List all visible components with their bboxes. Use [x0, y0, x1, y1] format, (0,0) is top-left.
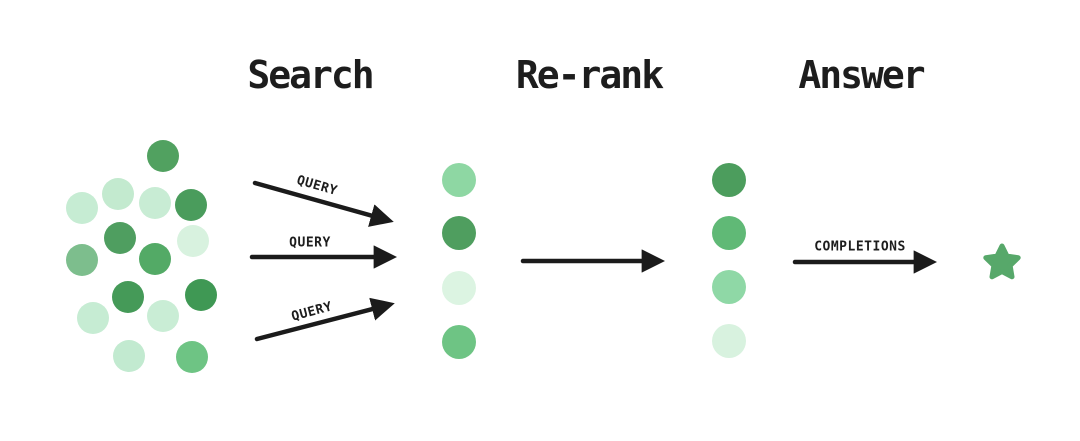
- stage-title-rerank: Re-rank: [515, 53, 664, 97]
- stage-title-answer: Answer: [798, 53, 925, 97]
- stage-title-search: Search: [247, 53, 374, 97]
- star-shape: [983, 243, 1021, 280]
- query-arrow-top: [252, 180, 394, 227]
- query-label-middle: QUERY: [289, 235, 331, 251]
- answer-star-icon: [983, 243, 1021, 280]
- query-arrow-bottom: [254, 297, 395, 342]
- completions-label: COMPLETIONS: [814, 239, 906, 255]
